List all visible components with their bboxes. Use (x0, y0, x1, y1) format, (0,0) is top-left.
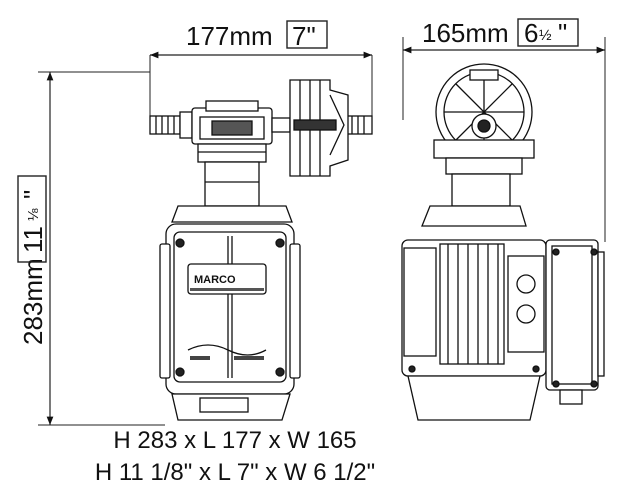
side-width-inch-close: " (558, 18, 567, 48)
impeller-housing (435, 63, 533, 161)
side-width-inch-whole: 6 (524, 18, 538, 48)
side-width-mm: 165mm (422, 18, 509, 48)
pump-head (191, 100, 273, 163)
motor-shoulder (171, 205, 293, 223)
impeller-cover (289, 79, 349, 177)
side-width-dimension: 165mm 6 ½ " (402, 18, 606, 242)
front-width-dimension: 177mm 7" (149, 20, 373, 120)
front-width-mm: 177mm (186, 21, 273, 51)
pump-flange (433, 139, 535, 159)
side-neck (451, 173, 511, 207)
height-inch-close: " (18, 190, 48, 199)
motor-neck (204, 161, 260, 207)
height-inch-frac: ⅛ (25, 208, 42, 221)
side-width-inch-frac: ½ (539, 27, 552, 44)
caption-metric: H 283 x L 177 x W 165 (113, 427, 357, 454)
height-inch-whole: 11 (18, 226, 48, 253)
front-width-inch: 7" (292, 21, 316, 51)
height-dimension: 283mm 11 ⅛ " (17, 71, 165, 426)
marco-logo: MARCO (194, 274, 236, 286)
side-motor-body (401, 239, 547, 377)
junction-box (545, 239, 605, 405)
side-view-pump (401, 63, 605, 421)
motor-body: MARCO (159, 223, 301, 395)
side-motor-base (407, 375, 541, 421)
motor-base (171, 393, 291, 421)
left-hose-barb (149, 111, 193, 139)
logo-plate (187, 263, 267, 295)
caption-imperial: H 11 1/8" x L 7" x W 6 1/2" (94, 459, 376, 486)
height-mm: 283mm (18, 258, 48, 345)
front-view-pump: MARCO (149, 79, 373, 421)
